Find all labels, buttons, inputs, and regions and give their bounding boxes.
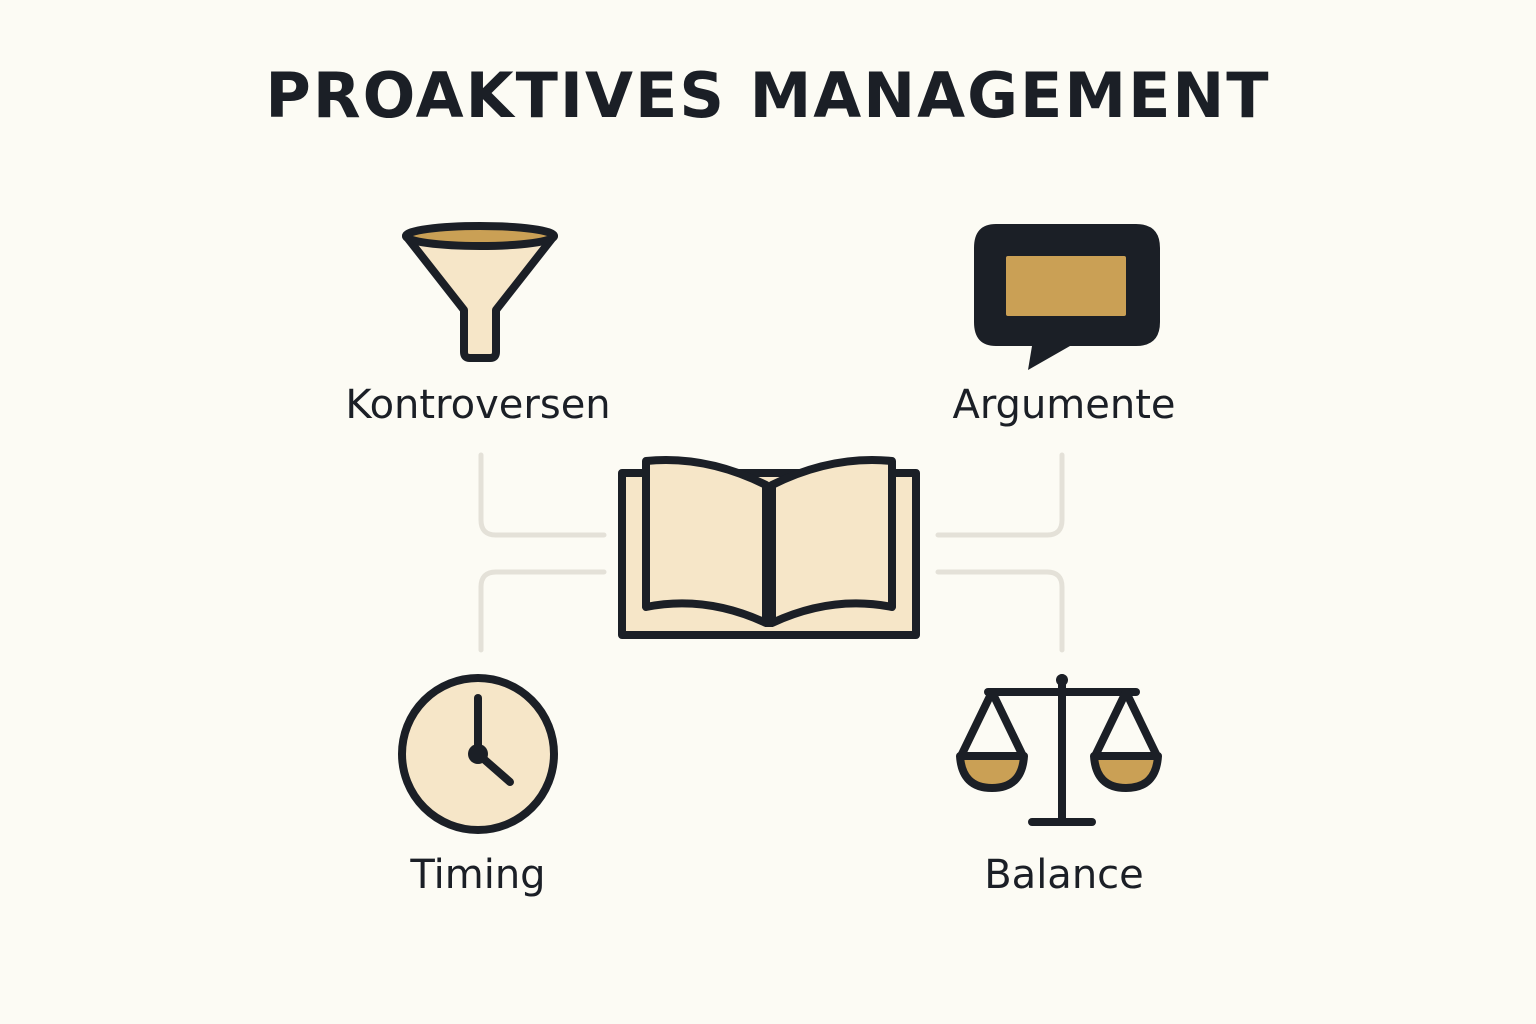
label-argumente: Argumente — [952, 382, 1176, 428]
clock-icon — [398, 674, 558, 834]
connector-timing — [478, 569, 607, 653]
open-book-icon — [618, 456, 920, 639]
label-timing: Timing — [410, 852, 546, 898]
label-kontroversen: Kontroversen — [345, 382, 611, 428]
connector-argumente — [935, 452, 1065, 538]
funnel-icon — [402, 222, 558, 362]
connector-balance — [935, 569, 1065, 653]
diagram-title: PROAKTIVES MANAGEMENT — [265, 59, 1271, 132]
scale-icon — [956, 674, 1162, 826]
connector-kontroversen — [478, 452, 607, 538]
label-balance: Balance — [984, 852, 1144, 898]
speech-bubble-icon — [974, 224, 1160, 370]
